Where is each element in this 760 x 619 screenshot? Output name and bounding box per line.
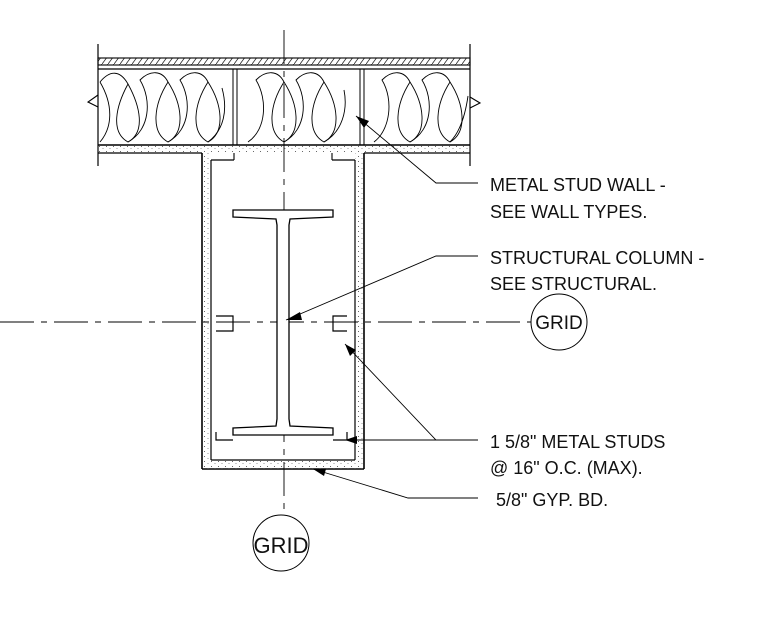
- studs-note-line-2: @ 16" O.C. (MAX).: [490, 458, 643, 478]
- grid-centerlines: [0, 30, 532, 515]
- leader-lines: [285, 115, 478, 499]
- leader-arrowheads: [286, 116, 369, 476]
- exterior-wall: [86, 44, 482, 166]
- annotations: METAL STUD WALL - SEE WALL TYPES. STRUCT…: [490, 175, 704, 510]
- column-note-line-1: STRUCTURAL COLUMN -: [490, 248, 704, 268]
- column-note-line-2: SEE STRUCTURAL.: [490, 274, 657, 294]
- studs-note-line-1: 1 5/8" METAL STUDS: [490, 432, 665, 452]
- column-enclosure: [201, 153, 365, 470]
- stud-wall-note-line-2: SEE WALL TYPES.: [490, 202, 647, 222]
- gyp-board-note: 5/8" GYP. BD.: [496, 490, 608, 510]
- grid-label-vertical: GRID: [254, 533, 309, 558]
- grid-bubble-horizontal: GRID: [530, 293, 588, 351]
- grid-label-horizontal: GRID: [535, 313, 583, 334]
- grid-bubble-vertical: GRID: [252, 514, 310, 572]
- batt-insulation: [99, 72, 469, 143]
- stud-wall-note-line-1: METAL STUD WALL -: [490, 175, 666, 195]
- steel-column: [232, 209, 334, 436]
